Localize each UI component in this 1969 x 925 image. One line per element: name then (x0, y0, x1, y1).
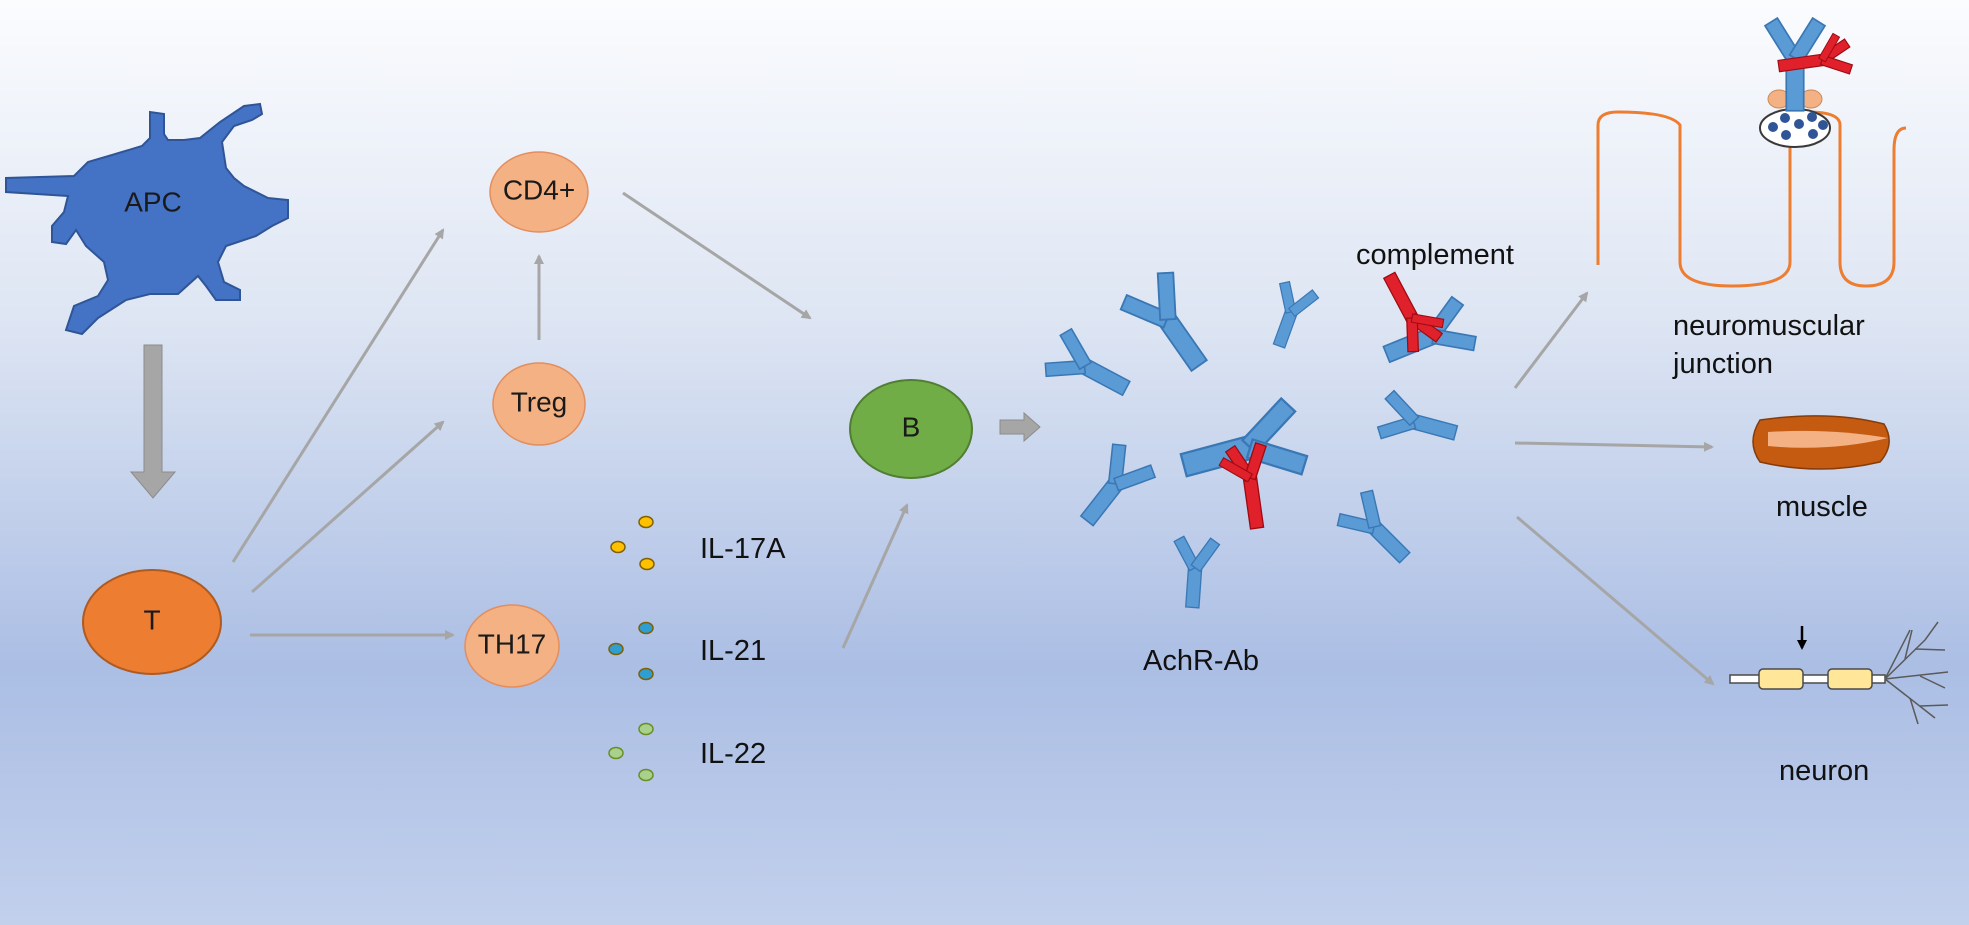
neuromuscular-junction (1596, 17, 1907, 288)
vesicle-dot (1794, 119, 1804, 129)
cytokine-il17a: IL-17A (610, 515, 786, 571)
nmj-label-line1: neuromuscular (1673, 310, 1865, 342)
muscle-highlight (1768, 430, 1888, 448)
neuron-label: neuron (1779, 755, 1869, 787)
il22-dot (638, 768, 654, 782)
to-neuron-arrow (1516, 515, 1715, 686)
cd4-label: CD4+ (503, 174, 575, 205)
th17-cell: TH17 (464, 604, 560, 688)
vesicle-dot (1780, 113, 1790, 123)
vesicle-dot (1768, 122, 1778, 132)
cytokine-il22: IL-22 (608, 722, 766, 782)
il21-label: IL-21 (700, 635, 766, 667)
b-to-antibody-arrow (999, 411, 1041, 443)
vesicle-dot (1808, 129, 1818, 139)
cd4-to-b-arrow (622, 191, 812, 320)
apc-label: APC (124, 186, 182, 217)
nmj-membrane (1596, 110, 1896, 288)
il21-dot (638, 621, 654, 635)
neuron (1729, 621, 1949, 725)
myelin-node (1758, 668, 1804, 690)
il17a-dot (639, 557, 655, 571)
t-to-treg-arrow (251, 420, 445, 594)
apc-cell: APC (5, 102, 289, 336)
apc-to-t-arrow (129, 344, 177, 499)
il17a-dot (610, 540, 626, 554)
nmj-label-line2: junction (1672, 348, 1773, 380)
il17a-label: IL-17A (700, 533, 786, 565)
th17-cell-shape (464, 604, 560, 688)
t-cell-shape (82, 569, 222, 675)
muscle-label: muscle (1776, 491, 1868, 523)
myelin-node (1827, 668, 1873, 690)
vesicle-dot (1807, 112, 1817, 122)
t-to-cd4-arrow (231, 228, 445, 563)
treg-cell: Treg (492, 362, 586, 446)
th17-label: TH17 (478, 628, 546, 659)
il22-dot (638, 722, 654, 736)
cytokine-il21: IL-21 (608, 621, 766, 681)
il17a-dot (638, 515, 654, 529)
to-nmj-arrow (1513, 291, 1589, 389)
cytokines-to-b-arrow (841, 503, 909, 649)
apc-shape (5, 102, 289, 336)
vesicle-dot (1818, 120, 1828, 130)
to-muscle-arrow (1514, 441, 1714, 452)
b-cell-shape (849, 379, 973, 479)
achr-ab-label: AchR-Ab (1143, 645, 1259, 677)
cd4-cell: CD4+ (489, 151, 589, 233)
t-cell-label: T (143, 604, 160, 635)
muscle-fiber (1752, 415, 1890, 470)
arrows (129, 191, 1715, 686)
b-cell-label: B (902, 411, 921, 442)
treg-label: Treg (511, 386, 568, 417)
il21-dot (638, 667, 654, 681)
b-cell: B (849, 379, 973, 479)
il22-dot (608, 746, 624, 760)
cd4-cell-shape (489, 151, 589, 233)
il21-dot (608, 642, 624, 656)
treg-cell-shape (492, 362, 586, 446)
dendrites (1884, 621, 1949, 725)
complement-label: complement (1356, 239, 1514, 271)
nmj-membrane-end (1892, 126, 1907, 190)
il22-label: IL-22 (700, 738, 766, 770)
vesicle-dot (1781, 130, 1791, 140)
t-cell: T (82, 569, 222, 675)
